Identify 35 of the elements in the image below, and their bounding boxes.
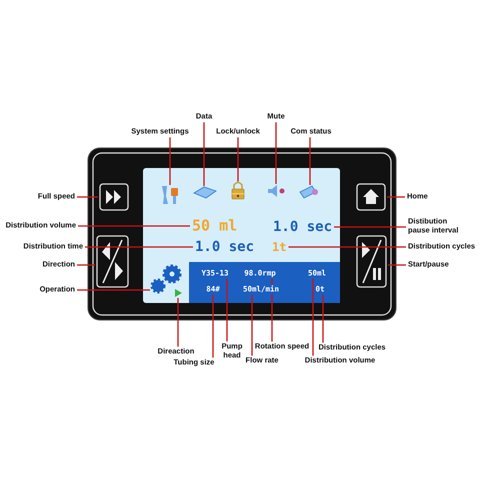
data-transfer-icon: [193, 186, 217, 198]
leader-line: [309, 137, 311, 185]
leader-line: [288, 246, 406, 248]
speaker-icon: [268, 185, 284, 197]
home-button: [356, 183, 386, 211]
lock-icon: [232, 182, 244, 200]
direction-button: [96, 235, 129, 288]
connection-icon: [299, 185, 318, 199]
leader-line: [387, 196, 405, 198]
value-readout: 50 ml: [192, 218, 238, 234]
leader-line: [251, 294, 253, 356]
leader-line: [212, 294, 214, 358]
value-readout: 1.0 sec: [273, 220, 332, 234]
leader-line: [226, 278, 228, 342]
leader-line: [275, 122, 277, 184]
leader-line: [85, 246, 193, 248]
leader-line: [77, 196, 98, 198]
gear-icon: [150, 264, 182, 294]
leader-line: [322, 294, 324, 343]
value-readout: 1.0 sec: [195, 240, 254, 254]
value-readout: 1t: [272, 241, 286, 253]
fast-forward-button: [99, 183, 129, 211]
leader-line: [334, 226, 406, 228]
leader-line: [177, 298, 179, 347]
start-pause-button: [356, 235, 387, 288]
leader-line: [77, 264, 95, 266]
leader-line: [78, 225, 190, 227]
leader-line: [203, 122, 205, 186]
leader-line: [169, 137, 171, 185]
leader-line: [77, 289, 150, 291]
leader-line: [388, 264, 406, 266]
leader-line: [237, 137, 239, 182]
leader-line: [312, 278, 314, 356]
wrench-icon: [162, 186, 178, 204]
play-icon: [175, 289, 182, 297]
